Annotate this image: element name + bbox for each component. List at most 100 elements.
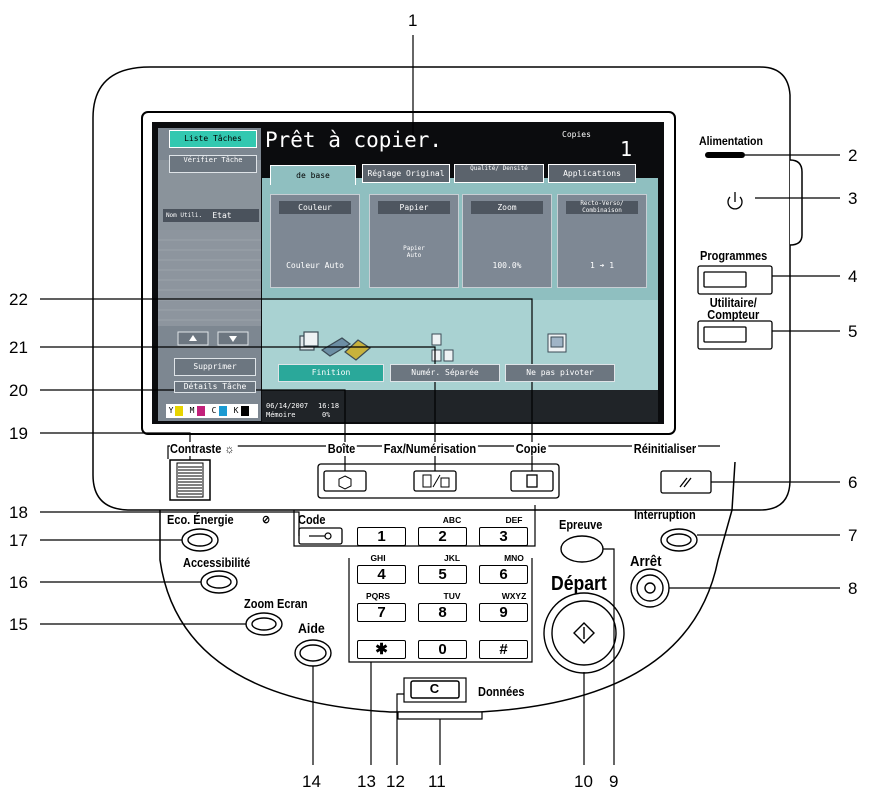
- programmes-label: Programmes: [700, 249, 768, 263]
- duplex-value: 1 ➔ 1: [589, 261, 615, 270]
- callout-21: 21: [9, 338, 28, 357]
- copies-label: Copies: [562, 130, 591, 139]
- callout-6: 6: [848, 473, 858, 492]
- zoom-value: 100.0%: [492, 261, 522, 270]
- tab-applications: Applications: [548, 164, 636, 183]
- key-3: 3: [479, 527, 528, 546]
- key-6: 6: [479, 565, 528, 584]
- key-4: 4: [357, 565, 406, 584]
- couleur-header: Couleur: [279, 201, 351, 214]
- callout-4: 4: [848, 267, 858, 286]
- key-5-letters: JKL: [443, 553, 461, 563]
- alimentation-label: Alimentation: [699, 134, 763, 148]
- callout-11: 11: [428, 772, 446, 791]
- data-indicator-slot: [397, 711, 483, 720]
- fax-scan-key: [413, 470, 457, 492]
- check-job-button: Vérifier Tâche: [169, 155, 257, 173]
- toner-label-k: K: [233, 406, 239, 415]
- callout-10: 10: [574, 772, 593, 791]
- toner-yellow: [175, 406, 183, 416]
- zoom-ecran-label: Zoom Ecran: [244, 597, 308, 611]
- power-icon: [727, 192, 743, 210]
- callout-15: 15: [9, 615, 28, 634]
- couleur-tile: Couleur Couleur Auto: [270, 194, 360, 288]
- interruption-label: Interruption: [634, 508, 696, 522]
- date-display: 06/14/2007: [266, 402, 309, 410]
- screen-title: Prêt à copier.: [265, 128, 443, 152]
- callout-1: 1: [408, 11, 418, 30]
- callout-20: 20: [9, 381, 28, 400]
- accessibilite-label: Accessibilité: [183, 556, 251, 570]
- epreuve-key: [560, 535, 604, 563]
- callout-line-12: [396, 693, 404, 765]
- callout-14: 14: [302, 772, 321, 791]
- key-2-letters: ABC: [442, 515, 462, 525]
- couleur-value: Couleur Auto: [286, 261, 344, 270]
- aide-label: Aide: [298, 620, 325, 636]
- key-star: ✱: [357, 640, 406, 659]
- key-7-letters: PQRS: [365, 591, 391, 601]
- callout-13: 13: [357, 772, 376, 791]
- key-9-letters: WXYZ: [501, 591, 527, 601]
- callout-line-9: [603, 548, 615, 765]
- contraste-label: Contraste ☼: [170, 442, 239, 456]
- key-7: 7: [357, 603, 406, 622]
- fax-label: Fax/Numérisation: [382, 442, 478, 456]
- key-5: 5: [418, 565, 467, 584]
- toner-label-m: M: [189, 406, 195, 415]
- tab-de-base: de base: [270, 165, 356, 185]
- reinitialiser-label: Réinitialiser: [632, 442, 698, 456]
- key-8-letters: TUV: [443, 591, 461, 601]
- epreuve-label: Epreuve: [559, 518, 603, 532]
- arret-label: Arrêt: [630, 553, 662, 570]
- papier-value: Papier Auto: [403, 245, 425, 259]
- separate-scan-icon: [431, 333, 454, 362]
- power-indicator: [705, 152, 745, 158]
- callout-9: 9: [609, 772, 619, 791]
- callout-5: 5: [848, 322, 858, 341]
- clear-key: [410, 680, 460, 699]
- callout-12: 12: [386, 772, 405, 791]
- callout-17: 17: [9, 531, 28, 550]
- papier-tile: Papier Papier Auto: [369, 194, 459, 288]
- duplex-header: Recto-Verso/ Combinaison: [566, 200, 638, 214]
- callout-18: 18: [9, 503, 28, 522]
- toner-black: [241, 406, 249, 416]
- callout-line-18: [40, 511, 300, 536]
- code-bracket: [293, 505, 536, 547]
- reinitialiser-key: [660, 470, 712, 494]
- code-label: Code: [298, 513, 326, 527]
- key-1: 1: [357, 527, 406, 546]
- job-list-button: Liste Tâches: [169, 130, 257, 148]
- callout-line-21: [40, 346, 436, 471]
- donnees-label: Données: [478, 685, 525, 699]
- callout-3: 3: [848, 189, 858, 208]
- ne-pas-pivoter-button: Ne pas pivoter: [505, 364, 615, 382]
- keypad-bracket: [348, 558, 533, 663]
- memory-label: Mémoire: [266, 411, 296, 419]
- key-9: 9: [479, 603, 528, 622]
- toner-label-c: C: [211, 406, 217, 415]
- depart-label: Départ: [551, 573, 607, 595]
- tab-qualite-densite: Qualité/ Densité: [454, 164, 544, 183]
- eco-leaf-icon: ⊘: [262, 514, 271, 526]
- job-details-button: Détails Tâche: [174, 381, 256, 393]
- zoom-tile: Zoom 100.0%: [462, 194, 552, 288]
- callout-22: 22: [9, 290, 28, 309]
- toner-label-y: Y: [168, 406, 174, 415]
- power-switch-side: [789, 159, 803, 246]
- no-rotate-icon: [547, 333, 567, 353]
- numer-separee-button: Numér. Séparée: [390, 364, 500, 382]
- callout-line-22: [40, 298, 533, 471]
- contrast-dial: [169, 459, 211, 501]
- programmes-button: [697, 265, 773, 295]
- toner-cyan: [219, 406, 227, 416]
- eco-energie-label: Eco. Énergie: [167, 513, 234, 527]
- boite-label: Boîte: [326, 442, 358, 456]
- memory-value: 0%: [322, 411, 331, 419]
- boite-key: [323, 470, 367, 492]
- key-6-letters: MNO: [504, 553, 524, 563]
- zoom-header: Zoom: [471, 201, 543, 214]
- key-2: 2: [418, 527, 467, 546]
